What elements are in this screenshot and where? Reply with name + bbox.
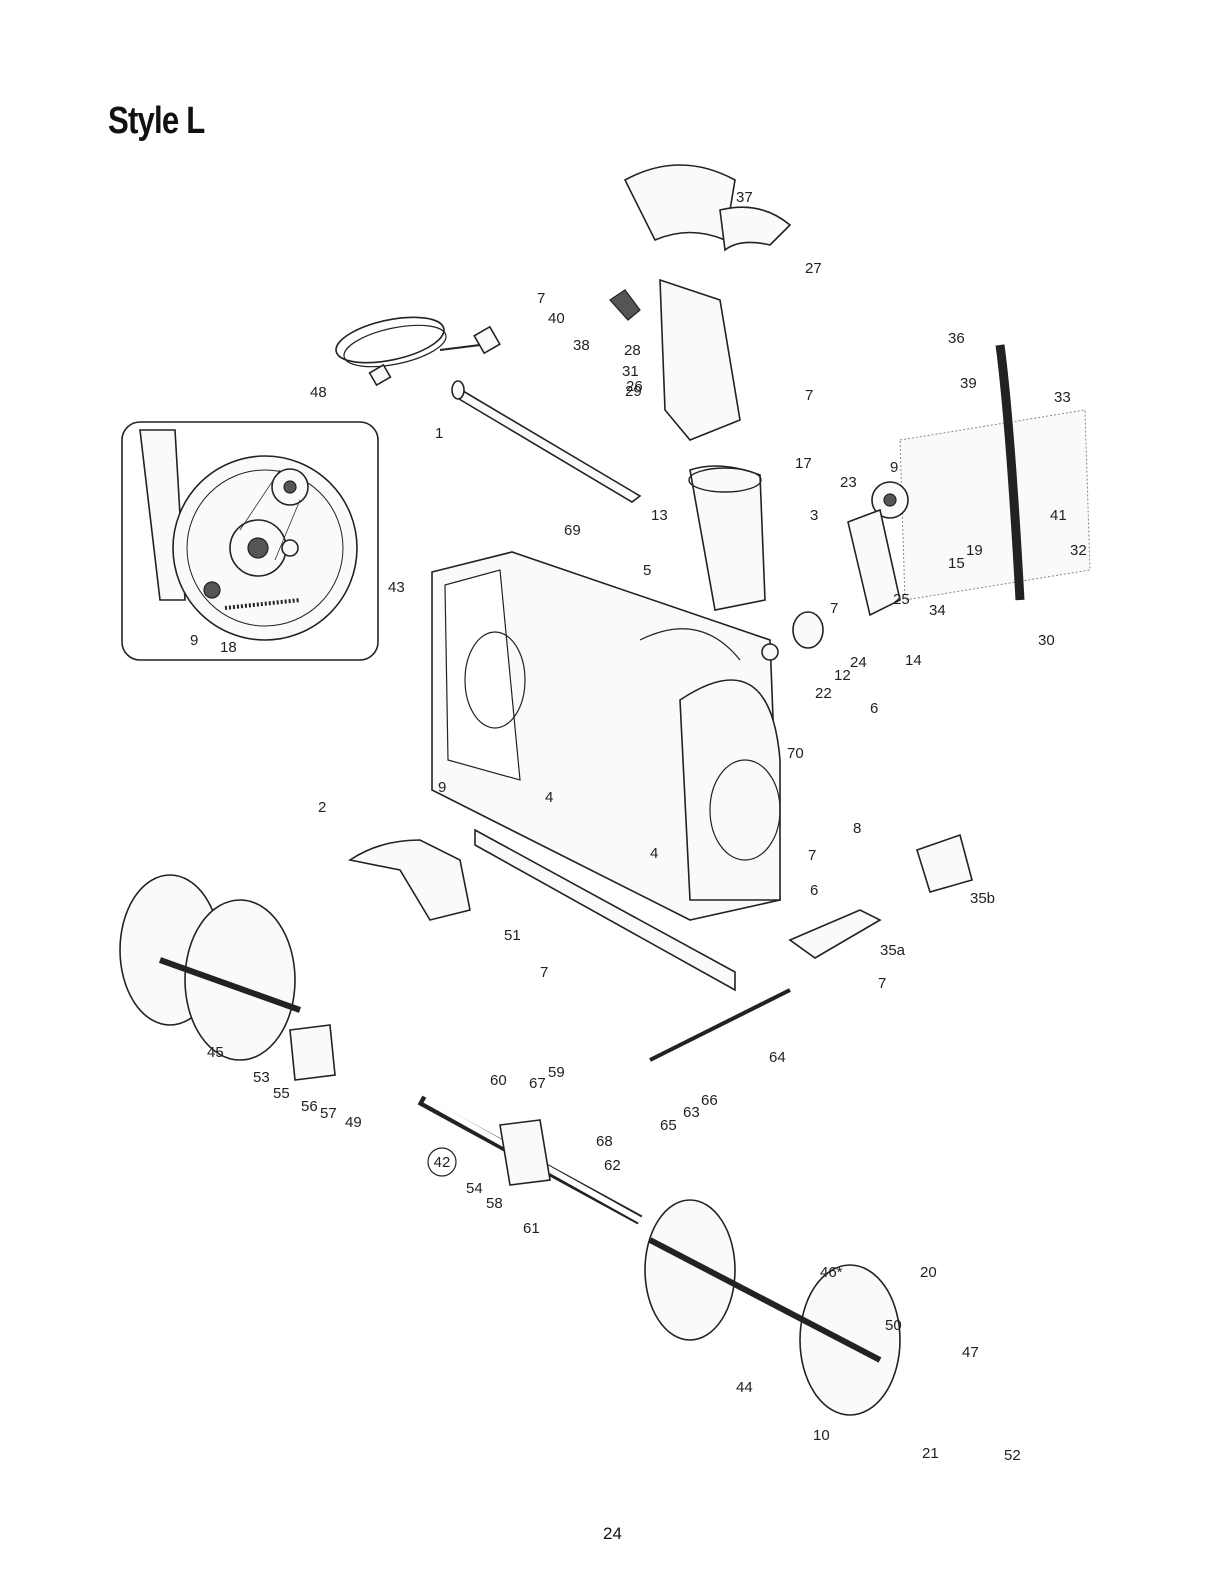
callout-38: 38 bbox=[573, 337, 590, 354]
callout-34: 34 bbox=[929, 602, 946, 619]
callout-44: 44 bbox=[736, 1379, 753, 1396]
callout-13: 13 bbox=[651, 507, 668, 524]
callout-22: 22 bbox=[815, 685, 832, 702]
callout-60: 60 bbox=[490, 1072, 507, 1089]
callout-67: 67 bbox=[529, 1075, 546, 1092]
callout-49: 49 bbox=[345, 1114, 362, 1131]
callout-70: 70 bbox=[787, 745, 804, 762]
callout-35b: 35b bbox=[970, 890, 995, 907]
callout-8: 8 bbox=[853, 820, 861, 837]
left-auger bbox=[120, 875, 300, 1060]
callout-25: 25 bbox=[893, 591, 910, 608]
callout-31: 31 bbox=[622, 363, 639, 380]
callout-3: 3 bbox=[810, 507, 818, 524]
pulley-and-bracket bbox=[762, 482, 908, 660]
page-number: 24 bbox=[0, 1524, 1225, 1544]
callout-64: 64 bbox=[769, 1049, 786, 1066]
callout-19: 19 bbox=[966, 542, 983, 559]
right-auger bbox=[645, 1200, 900, 1415]
callout-9a: 9 bbox=[890, 459, 898, 476]
callout-12: 12 bbox=[834, 667, 851, 684]
callout-54: 54 bbox=[466, 1180, 483, 1197]
callout-6a: 6 bbox=[870, 700, 878, 717]
callout-50: 50 bbox=[885, 1317, 902, 1334]
callout-58: 58 bbox=[486, 1195, 503, 1212]
callout-62: 62 bbox=[604, 1157, 621, 1174]
callout-28: 28 bbox=[624, 342, 641, 359]
callout-40: 40 bbox=[548, 310, 565, 327]
callout-10: 10 bbox=[813, 1427, 830, 1444]
callout-51: 51 bbox=[504, 927, 521, 944]
callout-61: 61 bbox=[523, 1220, 540, 1237]
callout-17: 17 bbox=[795, 455, 812, 472]
callout-5: 5 bbox=[643, 562, 651, 579]
callout-45: 45 bbox=[207, 1044, 224, 1061]
callout-6b: 6 bbox=[810, 882, 818, 899]
callout-14: 14 bbox=[905, 652, 922, 669]
callout-7a: 7 bbox=[537, 290, 545, 307]
callout-69: 69 bbox=[564, 522, 581, 539]
auger-shaft bbox=[452, 381, 640, 502]
callout-7f-hidden: 7 bbox=[808, 847, 816, 864]
callout-7e: 7 bbox=[878, 975, 886, 992]
callout-39: 39 bbox=[960, 375, 977, 392]
callout-1: 1 bbox=[435, 425, 443, 442]
callout-52: 52 bbox=[1004, 1447, 1021, 1464]
callout-48: 48 bbox=[310, 384, 327, 401]
skid-shoe-35a bbox=[790, 910, 880, 958]
callout-65: 65 bbox=[660, 1117, 677, 1134]
callout-46: 46* bbox=[820, 1264, 843, 1281]
callout-7b: 7 bbox=[805, 387, 813, 404]
callout-30: 30 bbox=[1038, 632, 1055, 649]
power-cord bbox=[332, 309, 500, 385]
svg-text:42: 42 bbox=[434, 1154, 451, 1171]
callout-68: 68 bbox=[596, 1133, 613, 1150]
callout-57: 57 bbox=[320, 1105, 337, 1122]
callout-9c: 9 bbox=[190, 632, 198, 649]
callout-63: 63 bbox=[683, 1104, 700, 1121]
callout-18: 18 bbox=[220, 639, 237, 656]
callout-15: 15 bbox=[948, 555, 965, 572]
inset-detail-view bbox=[122, 422, 378, 660]
callout-59: 59 bbox=[548, 1064, 565, 1081]
callout-7d: 7 bbox=[540, 964, 548, 981]
callout-41: 41 bbox=[1050, 507, 1067, 524]
callout-37: 37 bbox=[736, 189, 753, 206]
callout-36: 36 bbox=[948, 330, 965, 347]
callout-43: 43 bbox=[388, 579, 405, 596]
belt-cover bbox=[350, 840, 470, 920]
callout-23: 23 bbox=[840, 474, 857, 491]
callout-32: 32 bbox=[1070, 542, 1087, 559]
callout-56: 56 bbox=[301, 1098, 318, 1115]
callout-4b: 4 bbox=[650, 845, 658, 862]
callout-24: 24 bbox=[850, 654, 867, 671]
callout-66: 66 bbox=[701, 1092, 718, 1109]
callout-53: 53 bbox=[253, 1069, 270, 1086]
callout-9b: 9 bbox=[438, 779, 446, 796]
callout-2: 2 bbox=[318, 799, 326, 816]
frame-plate bbox=[900, 345, 1090, 600]
callout-21: 21 bbox=[922, 1445, 939, 1462]
callout-33: 33 bbox=[1054, 389, 1071, 406]
callout-7c: 7 bbox=[830, 600, 838, 617]
callout-35a: 35a bbox=[880, 942, 906, 959]
circled-reference-42: 42 bbox=[428, 1148, 456, 1176]
skid-shoe-35b bbox=[917, 835, 972, 892]
callout-4a: 4 bbox=[545, 789, 553, 806]
callout-27: 27 bbox=[805, 260, 822, 277]
callout-47: 47 bbox=[962, 1344, 979, 1361]
callout-29: 29 bbox=[625, 383, 642, 400]
callout-20: 20 bbox=[920, 1264, 937, 1281]
callout-55: 55 bbox=[273, 1085, 290, 1102]
